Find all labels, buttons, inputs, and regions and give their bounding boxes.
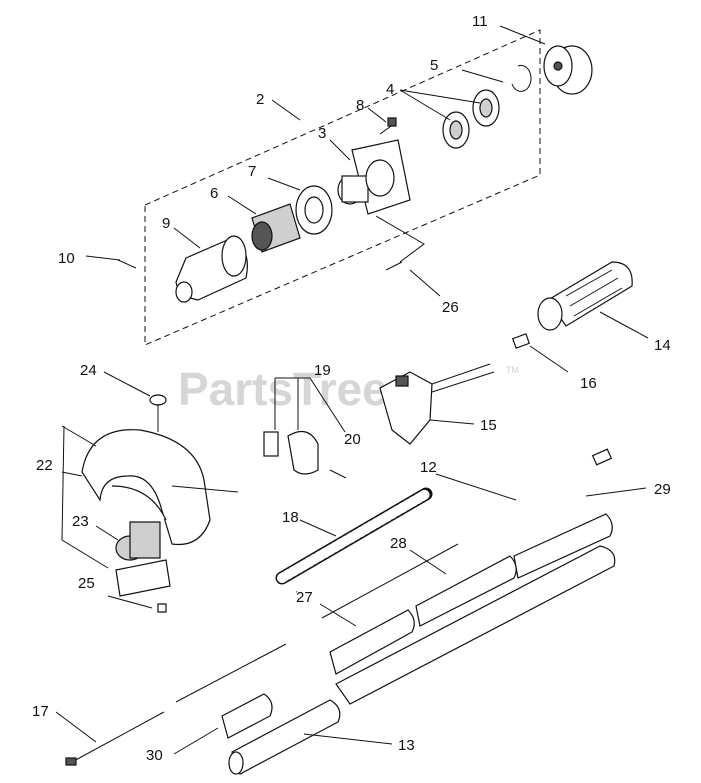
part-28-sleeve-upper[interactable] xyxy=(415,513,613,627)
watermark-trademark: TM xyxy=(506,365,519,375)
callout-10: 10 xyxy=(58,250,75,267)
callout-13: 13 xyxy=(398,737,415,754)
callout-22: 22 xyxy=(36,457,53,474)
callout-24: 24 xyxy=(80,362,97,379)
callout-9: 9 xyxy=(162,215,170,232)
part-5-snap-ring[interactable] xyxy=(511,64,532,92)
callout-14: 14 xyxy=(654,337,671,354)
gearhead-assembly-outline xyxy=(144,29,541,346)
part-22-front-handle[interactable] xyxy=(81,429,211,546)
callout-12: 12 xyxy=(420,459,437,476)
part-9-cone-housing[interactable] xyxy=(175,235,248,303)
part-17-flexible-shaft[interactable] xyxy=(65,643,287,766)
callout-20: 20 xyxy=(344,431,361,448)
part-6-coupling[interactable] xyxy=(251,203,301,253)
callout-17: 17 xyxy=(32,703,49,720)
part-8-screw[interactable] xyxy=(379,117,397,135)
callout-labels: 11 5 4 8 2 3 7 6 9 10 26 14 16 24 19 20 … xyxy=(32,13,671,764)
callout-5: 5 xyxy=(430,57,438,74)
part-27-shaft[interactable] xyxy=(321,543,459,619)
callout-27: 27 xyxy=(296,589,313,606)
part-7-plate[interactable] xyxy=(295,185,333,235)
part-12-drive-shaft[interactable] xyxy=(295,448,613,594)
leader-lines xyxy=(55,25,649,755)
part-14-grip[interactable] xyxy=(537,261,633,331)
watermark: PartsTree xyxy=(178,363,388,415)
part-18-spring-liner[interactable] xyxy=(275,487,433,585)
part-16-sleeve[interactable] xyxy=(511,333,531,349)
part-15-throttle-handle[interactable] xyxy=(379,363,495,445)
callout-26: 26 xyxy=(442,299,459,316)
callout-28: 28 xyxy=(390,535,407,552)
part-13-tube[interactable] xyxy=(228,699,341,775)
callout-25: 25 xyxy=(78,575,95,592)
part-11-clutch-drum[interactable] xyxy=(543,45,593,95)
callout-11: 11 xyxy=(472,13,488,30)
callout-16: 16 xyxy=(580,375,597,392)
callout-3: 3 xyxy=(318,125,326,142)
part-30-sleeve[interactable] xyxy=(221,693,273,739)
part-19-bracket[interactable] xyxy=(263,430,319,475)
callout-19: 19 xyxy=(314,362,331,379)
callout-23: 23 xyxy=(72,513,89,530)
callout-6: 6 xyxy=(210,185,218,202)
part-25-clamp[interactable] xyxy=(115,559,171,613)
callout-4: 4 xyxy=(386,81,394,98)
part-20-screw[interactable] xyxy=(329,469,347,479)
part-29-outer-tube[interactable] xyxy=(335,545,616,705)
callout-2: 2 xyxy=(256,91,264,108)
part-10-screw[interactable] xyxy=(117,259,137,269)
part-28-sleeve-lower[interactable] xyxy=(329,609,415,675)
part-24-bolt[interactable] xyxy=(149,394,167,432)
part-4-bearings[interactable] xyxy=(442,89,500,149)
callout-29: 29 xyxy=(654,481,671,498)
part-26-screw[interactable] xyxy=(385,261,403,271)
callout-8: 8 xyxy=(356,97,364,114)
callout-15: 15 xyxy=(480,417,497,434)
part-3-gear-case[interactable] xyxy=(337,139,411,215)
part-23-handle-foam[interactable] xyxy=(115,521,161,561)
callout-18: 18 xyxy=(282,509,299,526)
callout-30: 30 xyxy=(146,747,163,764)
callout-7: 7 xyxy=(248,163,256,180)
